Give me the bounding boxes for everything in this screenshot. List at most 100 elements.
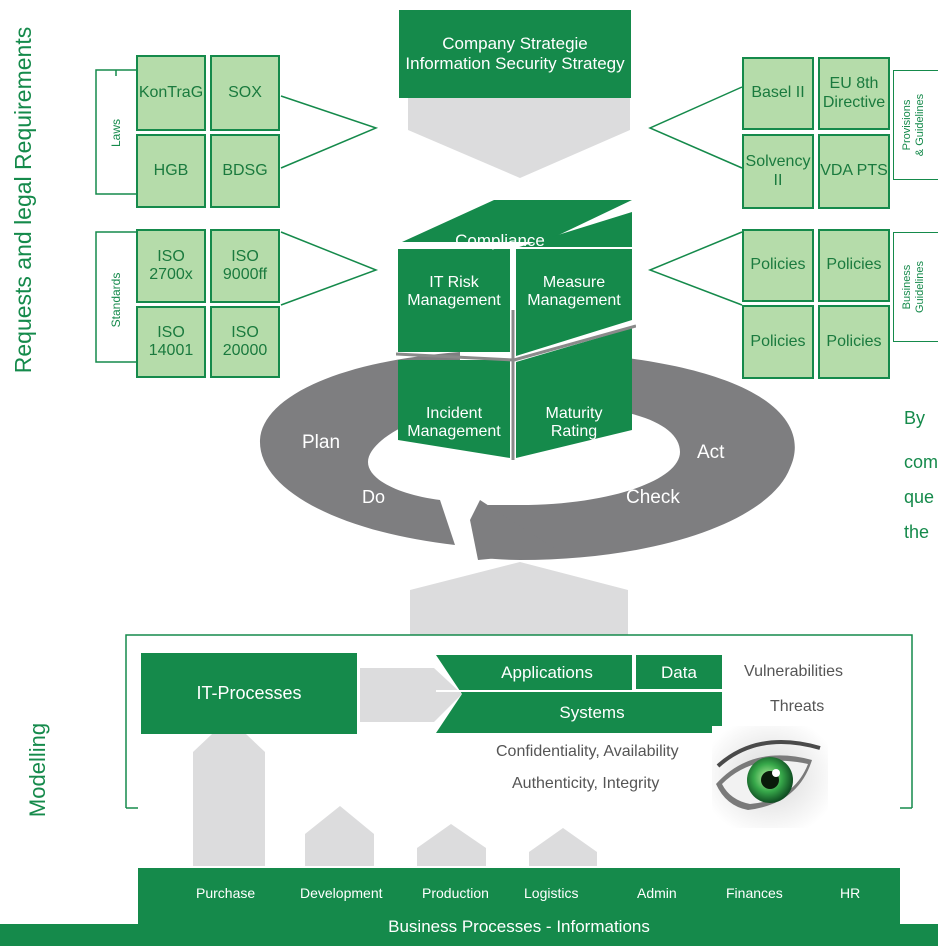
cube-measure-l2: Management (527, 292, 621, 309)
biz-finances: Finances (726, 885, 783, 901)
law-bdsg: BDSG (210, 134, 280, 208)
policy-4: Policies (818, 305, 890, 379)
cycle-act: Act (697, 442, 725, 463)
systems-label: Systems (559, 703, 625, 723)
cia-line2: Authenticity, Integrity (512, 775, 660, 792)
bar-right (900, 924, 938, 946)
data-label: Data (661, 663, 697, 683)
modelling-arrow (410, 562, 628, 635)
eye-icon (712, 726, 828, 828)
modelling-label: Modelling (25, 722, 50, 818)
prov-solvency-l2: II (773, 171, 783, 189)
applications-label: Applications (501, 663, 593, 683)
process-chevron (360, 668, 462, 722)
std-14001-l1: ISO (157, 323, 185, 341)
prov-basel: Basel II (742, 57, 814, 130)
cube-face-maturity (516, 328, 632, 458)
it-processes-box: IT-Processes (141, 653, 357, 734)
business-bar-title: Business Processes - Informations (388, 917, 650, 937)
standards-group-label: Standards (109, 272, 123, 328)
business-bar (138, 868, 900, 946)
policy-1: Policies (742, 229, 814, 302)
cube-face-risk (398, 248, 510, 352)
std-14001-l2: 14001 (148, 342, 194, 359)
provisions-connector (648, 86, 743, 169)
biz-hr: HR (840, 885, 861, 901)
cube-measure-l1: Measure (542, 273, 606, 291)
cube-top-face (402, 200, 632, 242)
prov-solvency-l1: Solvency (745, 153, 811, 171)
business-connector (647, 231, 743, 306)
biz-admin: Admin (637, 885, 677, 901)
provisions-group-label: Provisions& Guidelines (901, 75, 929, 175)
laws-group-label: Laws (109, 119, 123, 148)
standards-connector (280, 231, 379, 306)
policy-3: Policies (742, 305, 814, 379)
std-2700x-l1: ISO (157, 247, 185, 265)
pdca-ring (478, 355, 795, 560)
law-kontrag: KonTraG (136, 55, 206, 131)
std-2700x-l2: 2700x (149, 266, 193, 283)
prov-eu8-l2: Directive (822, 93, 886, 111)
strategy-box: Company Strategie Information Security S… (399, 10, 631, 98)
cube-incident-l2: Management (407, 423, 501, 440)
house-production (417, 824, 486, 866)
std-9000ff-l2: 9000ff (222, 266, 268, 283)
cube-maturity-l1: Maturity (545, 404, 603, 422)
biz-development: Development (300, 885, 383, 901)
laws-bracket (95, 69, 136, 195)
bar-left (0, 924, 138, 946)
prov-eu8-l1: EU 8th (829, 75, 879, 93)
law-hgb: HGB (136, 134, 206, 208)
side-text-4: the (904, 522, 930, 542)
provisions-g2: & Guidelines (914, 93, 926, 157)
threats-label: Threats (770, 698, 825, 715)
strategy-arrow (408, 98, 630, 178)
standards-bracket (95, 231, 136, 363)
business-g2: Guidelines (914, 261, 926, 313)
business-group-box (893, 232, 938, 342)
policy-2: Policies (818, 229, 890, 302)
side-text-1: By (904, 408, 926, 428)
biz-production: Production (422, 885, 489, 901)
law-sox: SOX (210, 55, 280, 131)
data-box-bg (636, 655, 722, 689)
strategy-line2: Information Security Strategy (405, 54, 625, 73)
house-purchase (193, 718, 265, 866)
cube-face-incident (398, 360, 510, 458)
laws-connector (280, 95, 379, 169)
cube-risk-l2: Management (407, 292, 501, 309)
house-logistics (529, 828, 597, 866)
cycle-plan: Plan (302, 432, 341, 453)
prov-vda: VDA PTS (818, 134, 890, 209)
biz-logistics: Logistics (524, 885, 579, 901)
requirements-label: Requests and legal Requirements (10, 26, 36, 374)
business-g1: Business (901, 264, 913, 310)
cube-maturity-l2: Rating (550, 423, 598, 440)
cube-incident-l1: Incident (425, 404, 483, 422)
vulnerabilities-label: Vulnerabilities (744, 663, 844, 680)
side-text-3: que (904, 487, 935, 507)
side-text-2: com (904, 452, 938, 472)
strategy-line1: Company Strategie (442, 34, 588, 54)
cube-compliance: Compliance (455, 231, 545, 251)
biz-purchase: Purchase (196, 885, 256, 901)
provisions-g1: Provisions (901, 99, 913, 151)
std-9000ff-l1: ISO (231, 247, 259, 265)
house-development (305, 806, 374, 866)
std-20000-l2: 20000 (222, 342, 268, 359)
std-20000-l1: ISO (231, 323, 259, 341)
cube-risk-l1: IT Risk (429, 273, 479, 291)
cube (396, 200, 636, 460)
pdca-arrow-head (470, 500, 560, 560)
